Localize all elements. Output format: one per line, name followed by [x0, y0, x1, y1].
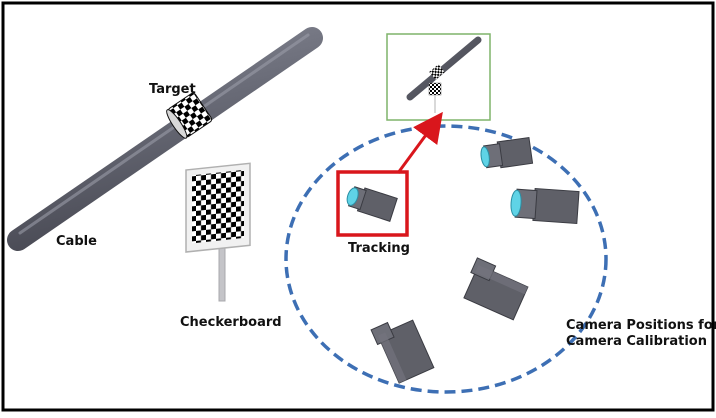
target-label: Target	[149, 82, 196, 97]
camera-icon	[480, 136, 534, 169]
cable	[7, 27, 323, 251]
checkerboard-label: Checkerboard	[180, 315, 282, 330]
camera-icon	[370, 319, 435, 384]
tracking-box	[336, 170, 409, 237]
camera-positions-label-line1: Camera Positions for	[566, 318, 716, 333]
arrow-icon	[396, 111, 443, 174]
checkerboard-icon	[192, 169, 244, 244]
camera-icon	[463, 257, 529, 321]
camera-icon	[346, 186, 398, 222]
camera-icon	[510, 187, 580, 225]
tracking-label: Tracking	[348, 241, 410, 256]
camera-positions-label-line2: Camera Calibration	[566, 334, 707, 349]
target-band	[166, 92, 213, 139]
checkerboard	[185, 162, 251, 302]
camera-positions-ellipse	[284, 124, 608, 394]
cable-label: Cable	[56, 234, 97, 249]
inset-view	[386, 33, 491, 121]
